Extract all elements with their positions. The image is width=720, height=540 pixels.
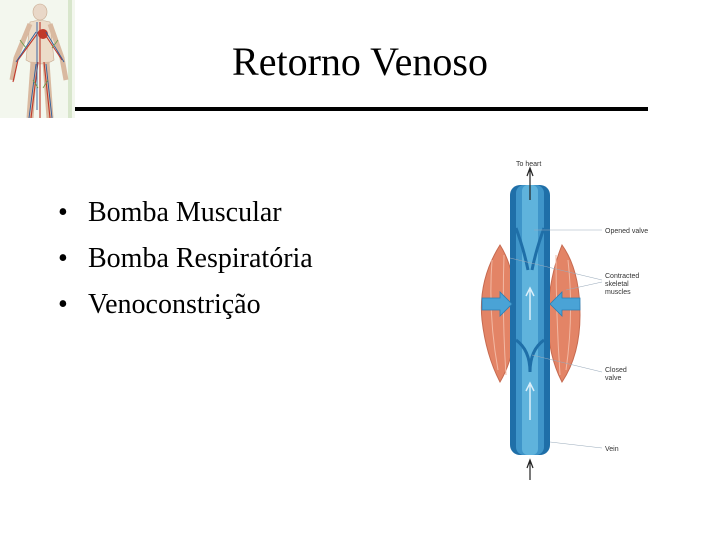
bullet-list: • Bomba Muscular • Bomba Respiratória • Ven… [58, 190, 313, 328]
flow-arrow-icon [525, 381, 535, 420]
venous-valve-diagram: To heart Opened valve Contracted skeleta… [480, 161, 648, 480]
title-underline [75, 107, 648, 111]
bullet-text: Bomba Respiratória [88, 243, 313, 274]
inflow-arrow-icon [526, 458, 534, 480]
squeeze-arrow-right-icon [549, 291, 581, 317]
flow-arrow-icon [525, 286, 535, 320]
label-contracted-2: skeletal [605, 281, 629, 288]
label-contracted-3: muscles [605, 289, 631, 296]
bullet-item: • Bomba Muscular [58, 190, 313, 236]
opened-valve [514, 227, 546, 271]
label-closed-2: valve [605, 375, 621, 382]
squeeze-arrow-left-icon [481, 291, 513, 317]
label-opened-valve: Opened valve [605, 228, 648, 235]
bullet-dot: • [58, 243, 68, 274]
to-heart-arrow-icon [526, 166, 534, 200]
label-contracted-1: Contracted [605, 273, 639, 280]
bullet-text: Venoconstrição [88, 289, 261, 320]
circulatory-system-figure-icon [0, 0, 75, 118]
closed-valve [515, 338, 545, 373]
bullet-item: • Venoconstrição [58, 282, 313, 328]
slide-title: Retorno Venoso [232, 39, 488, 84]
label-to-heart: To heart [516, 161, 541, 168]
bullet-dot: • [58, 289, 68, 320]
bullet-item: • Bomba Respiratória [58, 236, 313, 282]
label-closed-1: Closed [605, 367, 627, 374]
bullet-text: Bomba Muscular [88, 197, 282, 228]
label-vein: Vein [605, 446, 619, 453]
bullet-dot: • [58, 197, 68, 228]
right-muscle [547, 243, 581, 383]
